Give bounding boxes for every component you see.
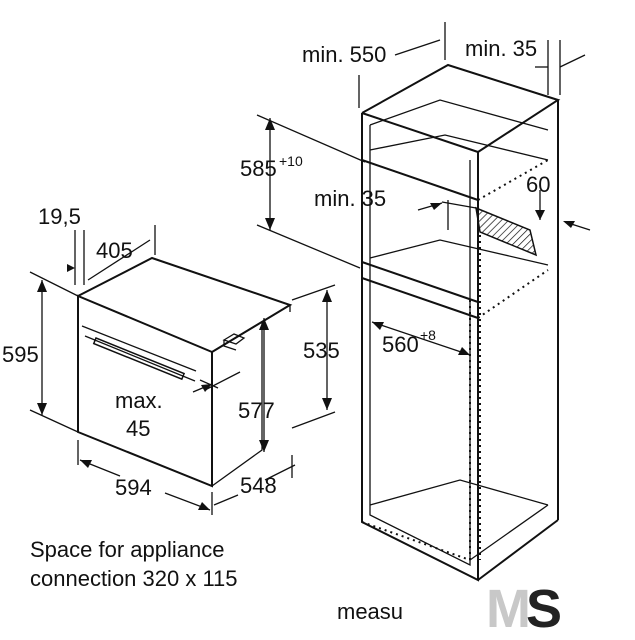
label-vent-depth: 60: [526, 172, 550, 197]
label-oven-inner-height: 577: [238, 398, 275, 423]
label-gap-2: 45: [126, 416, 150, 441]
label-niche-width: 560: [382, 332, 419, 357]
label-panel-thickness: 19,5: [38, 204, 81, 229]
svg-text:M: M: [486, 579, 531, 639]
label-vent-clearance: min. 35: [314, 186, 386, 211]
label-niche-height: 585: [240, 156, 277, 181]
label-gap-1: max.: [115, 388, 163, 413]
label-oven-depth-top: 405: [96, 238, 133, 263]
cabinet-dimensions: [256, 22, 591, 356]
label-oven-height: 595: [2, 342, 39, 367]
note-line-2: connection 320 x 115: [30, 566, 238, 591]
oven: [77, 256, 293, 488]
label-oven-body-height: 535: [303, 338, 340, 363]
label-cabinet-depth: min. 550: [302, 42, 386, 67]
label-niche-height-tol: +10: [279, 153, 303, 169]
cabinet: [361, 63, 561, 582]
note-line-3: measu: [337, 599, 403, 624]
label-niche-width-tol: +8: [420, 327, 436, 343]
label-oven-body-depth: 548: [240, 473, 277, 498]
note-line-1: Space for appliance: [30, 537, 224, 562]
oven-dimensions: [29, 225, 336, 515]
svg-text:S: S: [526, 579, 562, 639]
label-oven-width: 594: [115, 475, 152, 500]
label-side-clearance: min. 35: [465, 36, 537, 61]
ms-logo: M S: [486, 579, 562, 639]
